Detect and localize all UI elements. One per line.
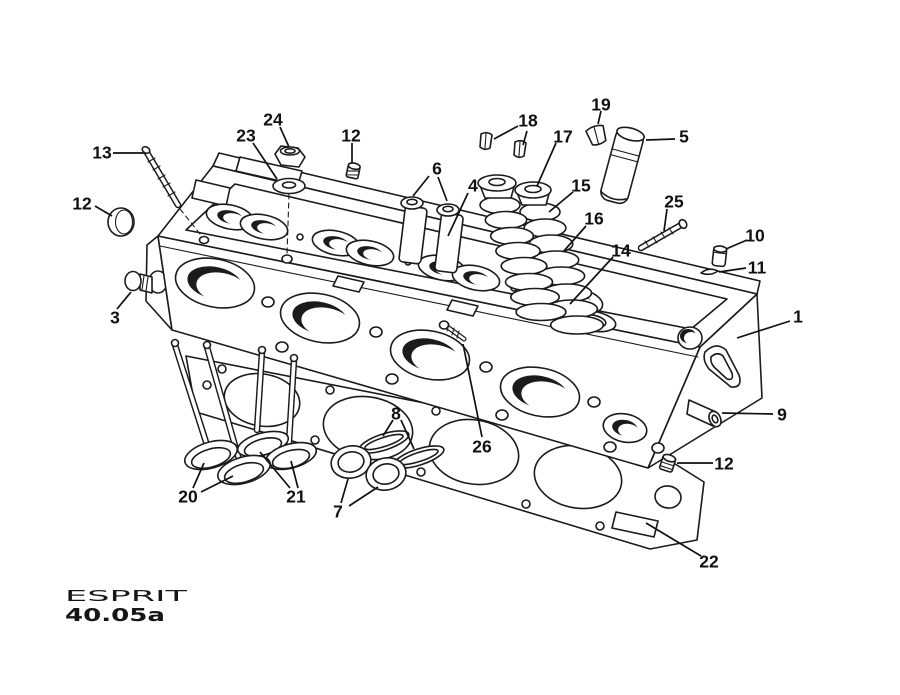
- callout-9: 9: [777, 405, 787, 425]
- gasket-cutout: [611, 511, 659, 538]
- footer-code: 40.05a: [65, 605, 165, 626]
- callout-16: 16: [584, 209, 604, 229]
- leader-line-14: [569, 256, 614, 305]
- exhaust-port: [703, 345, 741, 388]
- leader-line-21: [290, 460, 299, 489]
- callout-11: 11: [748, 258, 767, 278]
- leader-line-6: [412, 175, 430, 197]
- callout-5: 5: [679, 127, 689, 147]
- callout-19: 19: [591, 95, 611, 115]
- leader-line-26: [462, 343, 483, 438]
- face-bolt-holes: [261, 296, 617, 453]
- callout-14: 14: [611, 241, 631, 261]
- stud-25: [637, 218, 688, 252]
- leader-line-6: [437, 176, 448, 202]
- stud-13: [141, 145, 201, 235]
- valve-spring-outer: [479, 195, 567, 322]
- core-plug-12: [107, 207, 135, 237]
- leader-line-18: [493, 125, 519, 140]
- leader-line-10: [725, 239, 748, 250]
- leader-line-8: [382, 419, 394, 437]
- callout-18: 18: [518, 111, 538, 131]
- nut-24: [274, 145, 306, 168]
- leader-line-11: [718, 267, 747, 273]
- end-boss: [677, 326, 703, 350]
- callout-12: 12: [341, 126, 361, 146]
- leader-line-5: [645, 138, 676, 141]
- callout-13: 13: [92, 143, 112, 163]
- callout-3: 3: [110, 308, 120, 328]
- leader-line-12: [94, 205, 113, 217]
- collets-18: [479, 131, 527, 159]
- leader-line-15: [548, 191, 574, 213]
- washer-23: [272, 177, 306, 255]
- o-ring: [330, 445, 372, 479]
- callout-12: 12: [714, 454, 734, 474]
- leader-line-7: [348, 486, 379, 507]
- leader-line-23: [252, 142, 278, 180]
- o-ring: [365, 457, 407, 491]
- callout-6: 6: [432, 159, 442, 179]
- spring-retainers: [477, 174, 552, 206]
- head-gasket: [185, 355, 705, 550]
- callout-8: 8: [391, 404, 401, 424]
- callout-20: 20: [178, 487, 198, 507]
- callout-12: 12: [72, 194, 92, 214]
- leader-line-21: [259, 451, 291, 489]
- callout-7: 7: [333, 502, 343, 522]
- tube-9: [686, 399, 722, 428]
- leader-line-25: [663, 208, 668, 232]
- callout-22: 22: [699, 552, 719, 572]
- leader-line-3: [116, 291, 132, 310]
- leader-line-17: [536, 142, 557, 187]
- valve-head: [183, 439, 239, 471]
- leader-line-18: [522, 130, 528, 146]
- callout-26: 26: [472, 437, 492, 457]
- callout-23: 23: [236, 126, 256, 146]
- leader-line-22: [645, 522, 702, 557]
- callout-24: 24: [263, 110, 283, 130]
- leader-line-9: [721, 412, 774, 415]
- stud-hole: [281, 254, 293, 264]
- screw-12-top: [345, 162, 361, 180]
- intake-ports: [174, 257, 648, 444]
- leader-line-24: [279, 126, 290, 148]
- leader-line-20: [200, 475, 234, 493]
- callout-25: 25: [664, 192, 684, 212]
- leader-line-8: [400, 419, 415, 450]
- leader-line-20: [192, 462, 205, 489]
- callout-10: 10: [745, 226, 765, 246]
- stud-hole: [198, 235, 210, 245]
- leader-line-4: [447, 192, 469, 237]
- valve-guide-5: [599, 126, 645, 205]
- bolt-26: [438, 320, 467, 342]
- leader-line-19: [597, 110, 602, 125]
- plug-3: [124, 270, 153, 294]
- screw-12-bottom: [658, 453, 677, 473]
- leader-line-7: [340, 478, 349, 504]
- callout-15: 15: [571, 176, 591, 196]
- clip-11: [700, 268, 719, 276]
- collet-19: [585, 124, 607, 146]
- footer-brand: ESPRIT: [65, 587, 189, 605]
- valves: [170, 338, 318, 486]
- dowel-10: [711, 245, 728, 268]
- callout-1: 1: [793, 307, 803, 327]
- leader-line-16: [562, 225, 587, 253]
- callout-layer: 1312323241264181719515161425101119122226…: [72, 95, 803, 572]
- callout-17: 17: [553, 127, 572, 147]
- valve-guides-fitted: [398, 196, 464, 274]
- callout-4: 4: [468, 176, 478, 196]
- leader-line-1: [736, 320, 791, 339]
- callout-21: 21: [286, 487, 306, 507]
- seal-rings: [330, 430, 445, 491]
